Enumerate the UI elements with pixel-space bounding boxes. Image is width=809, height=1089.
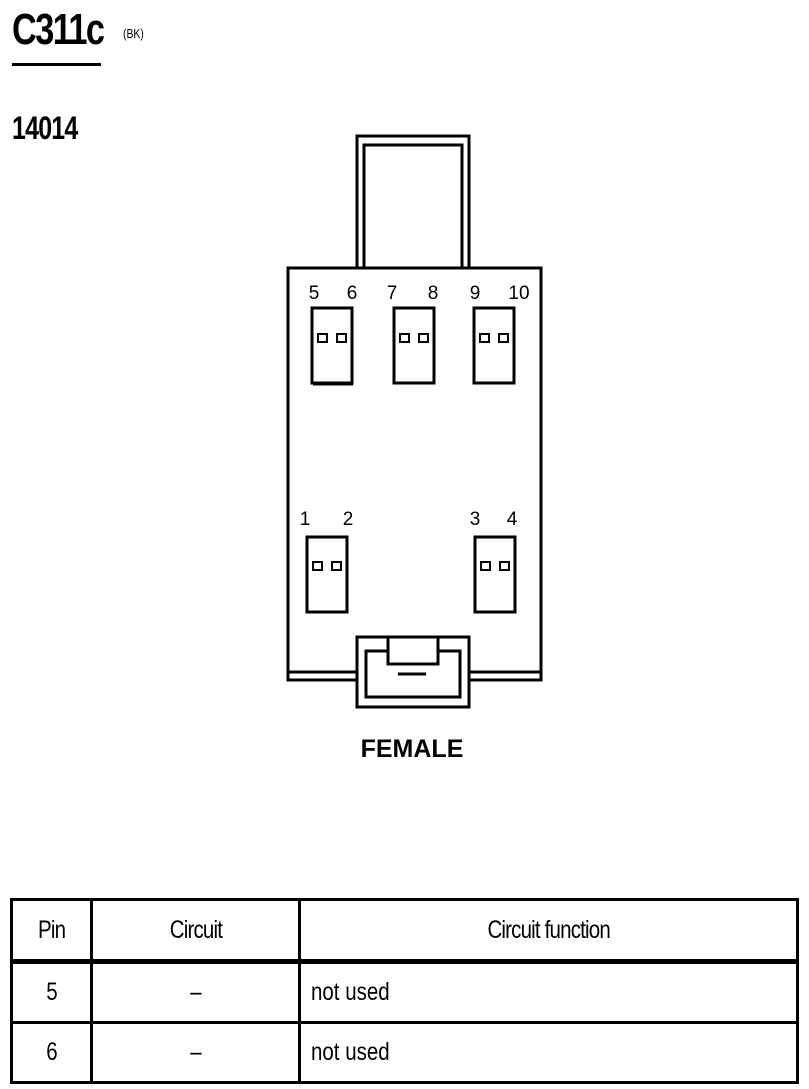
- header-circuit: Circuit: [90, 898, 301, 964]
- connector-top-tab: [355, 134, 471, 270]
- cavity-pins-5-6: [310, 306, 354, 386]
- connector-diagram: 5 6 7 8 9 10 1 2 3 4 FEMALE: [286, 134, 543, 763]
- pin-label-2: 2: [343, 509, 354, 530]
- table-header-row: Pin Circuit Circuit function: [10, 898, 799, 964]
- cell-pin: 6: [10, 1021, 93, 1084]
- cell-function: not used: [298, 1021, 799, 1084]
- pin-label-5: 5: [309, 283, 320, 304]
- cavity-pins-7-8: [392, 306, 436, 385]
- pin-table: Pin Circuit Circuit function 5 – not use…: [10, 898, 799, 1084]
- pin-label-8: 8: [428, 283, 439, 304]
- pin-label-7: 7: [387, 283, 398, 304]
- pin-label-10: 10: [508, 283, 529, 304]
- table-row: 5 – not used: [10, 960, 799, 1024]
- connector-latch: [355, 635, 471, 709]
- pin-label-1: 1: [300, 509, 311, 530]
- header-circuit-function: Circuit function: [298, 898, 799, 964]
- pin-label-6: 6: [347, 283, 358, 304]
- pin-label-4: 4: [507, 509, 518, 530]
- connector-title: C311c: [12, 5, 105, 54]
- header-pin: Pin: [10, 898, 93, 964]
- gender-label: FEMALE: [361, 735, 464, 763]
- pin-label-9: 9: [470, 283, 481, 304]
- cell-function: not used: [298, 960, 799, 1024]
- cell-pin: 5: [10, 960, 93, 1024]
- cell-circuit: –: [90, 960, 301, 1024]
- cell-circuit: –: [90, 1021, 301, 1084]
- pin-label-3: 3: [470, 509, 481, 530]
- cavity-pins-3-4: [473, 535, 517, 614]
- table-row: 6 – not used: [10, 1021, 799, 1084]
- cavity-pins-1-2: [305, 535, 349, 614]
- part-number: 14014: [12, 110, 78, 146]
- color-code: (BK): [123, 26, 144, 41]
- cavity-pins-9-10: [472, 306, 516, 385]
- title-underline: [12, 63, 101, 66]
